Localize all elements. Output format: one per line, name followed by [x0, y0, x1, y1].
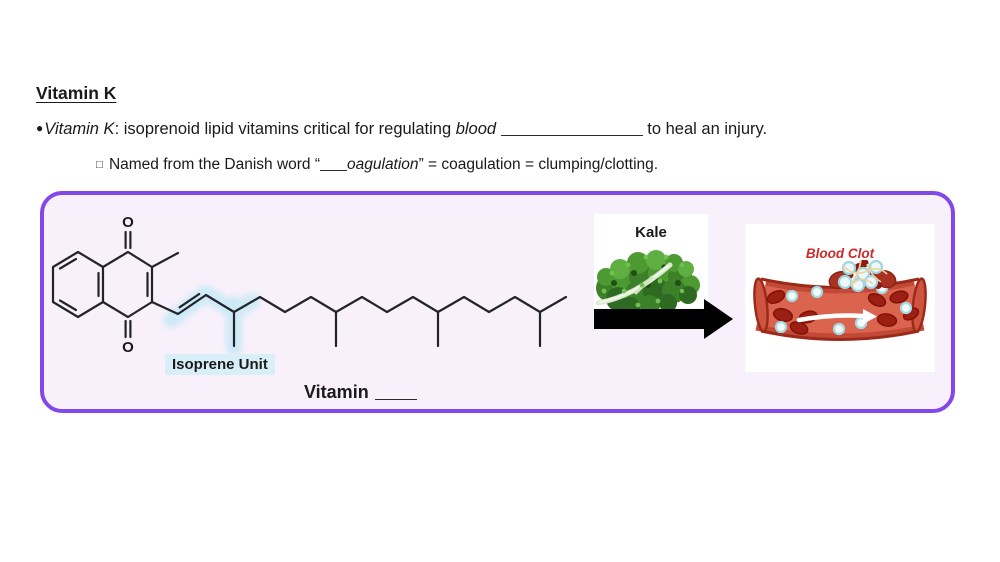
vitamin-caption-text: Vitamin	[304, 382, 369, 403]
right-arrow-icon	[594, 299, 733, 339]
fill-in-blank-line	[500, 120, 643, 136]
bullet-icon: ●	[36, 120, 44, 135]
vitamin-k-structure: O O	[51, 214, 568, 356]
oxygen-atom-bottom: O	[122, 339, 134, 356]
flow-arrow-icon	[796, 309, 877, 324]
definition-bullet: ●Vitamin K: isoprenoid lipid vitamins cr…	[36, 118, 767, 139]
etymology-tail: ” = coagulation = clumping/clotting.	[418, 155, 659, 173]
definition-emphasis: blood	[455, 119, 497, 138]
definition-term: Vitamin K	[44, 119, 115, 138]
fill-in-blank-short	[320, 156, 348, 171]
definition-text: : isoprenoid lipid vitamins critical for…	[114, 119, 456, 138]
clot-cluster	[828, 260, 897, 293]
figure-panel: O O Isoprene Unit Vitamin Kale	[40, 191, 955, 413]
vitamin-caption: Vitamin	[304, 381, 417, 403]
vitamin-caption-blank	[374, 383, 417, 401]
kale-label: Kale	[635, 224, 667, 241]
square-bullet-icon: □	[96, 158, 103, 171]
isoprene-highlight	[163, 285, 260, 356]
kale-highlights	[601, 254, 685, 308]
oxygen-atom-top: O	[122, 214, 134, 231]
isoprene-unit-label: Isoprene Unit	[165, 354, 275, 375]
blood-vessel-image	[753, 260, 927, 341]
blood-clot-label: Blood Clot	[805, 246, 875, 261]
fibrin-strands	[842, 260, 888, 287]
kale-image	[595, 250, 700, 317]
definition-tail: to heal an injury.	[642, 119, 768, 138]
etymology-emphasis: oagulation	[347, 155, 419, 173]
blood-clot-image-card: Blood Clot	[745, 224, 935, 372]
etymology-sub-bullet: □ Named from the Danish word “ oagulation”…	[96, 154, 658, 174]
etymology-text: Named from the Danish word “	[108, 155, 321, 173]
page-title: Vitamin K	[36, 83, 117, 103]
